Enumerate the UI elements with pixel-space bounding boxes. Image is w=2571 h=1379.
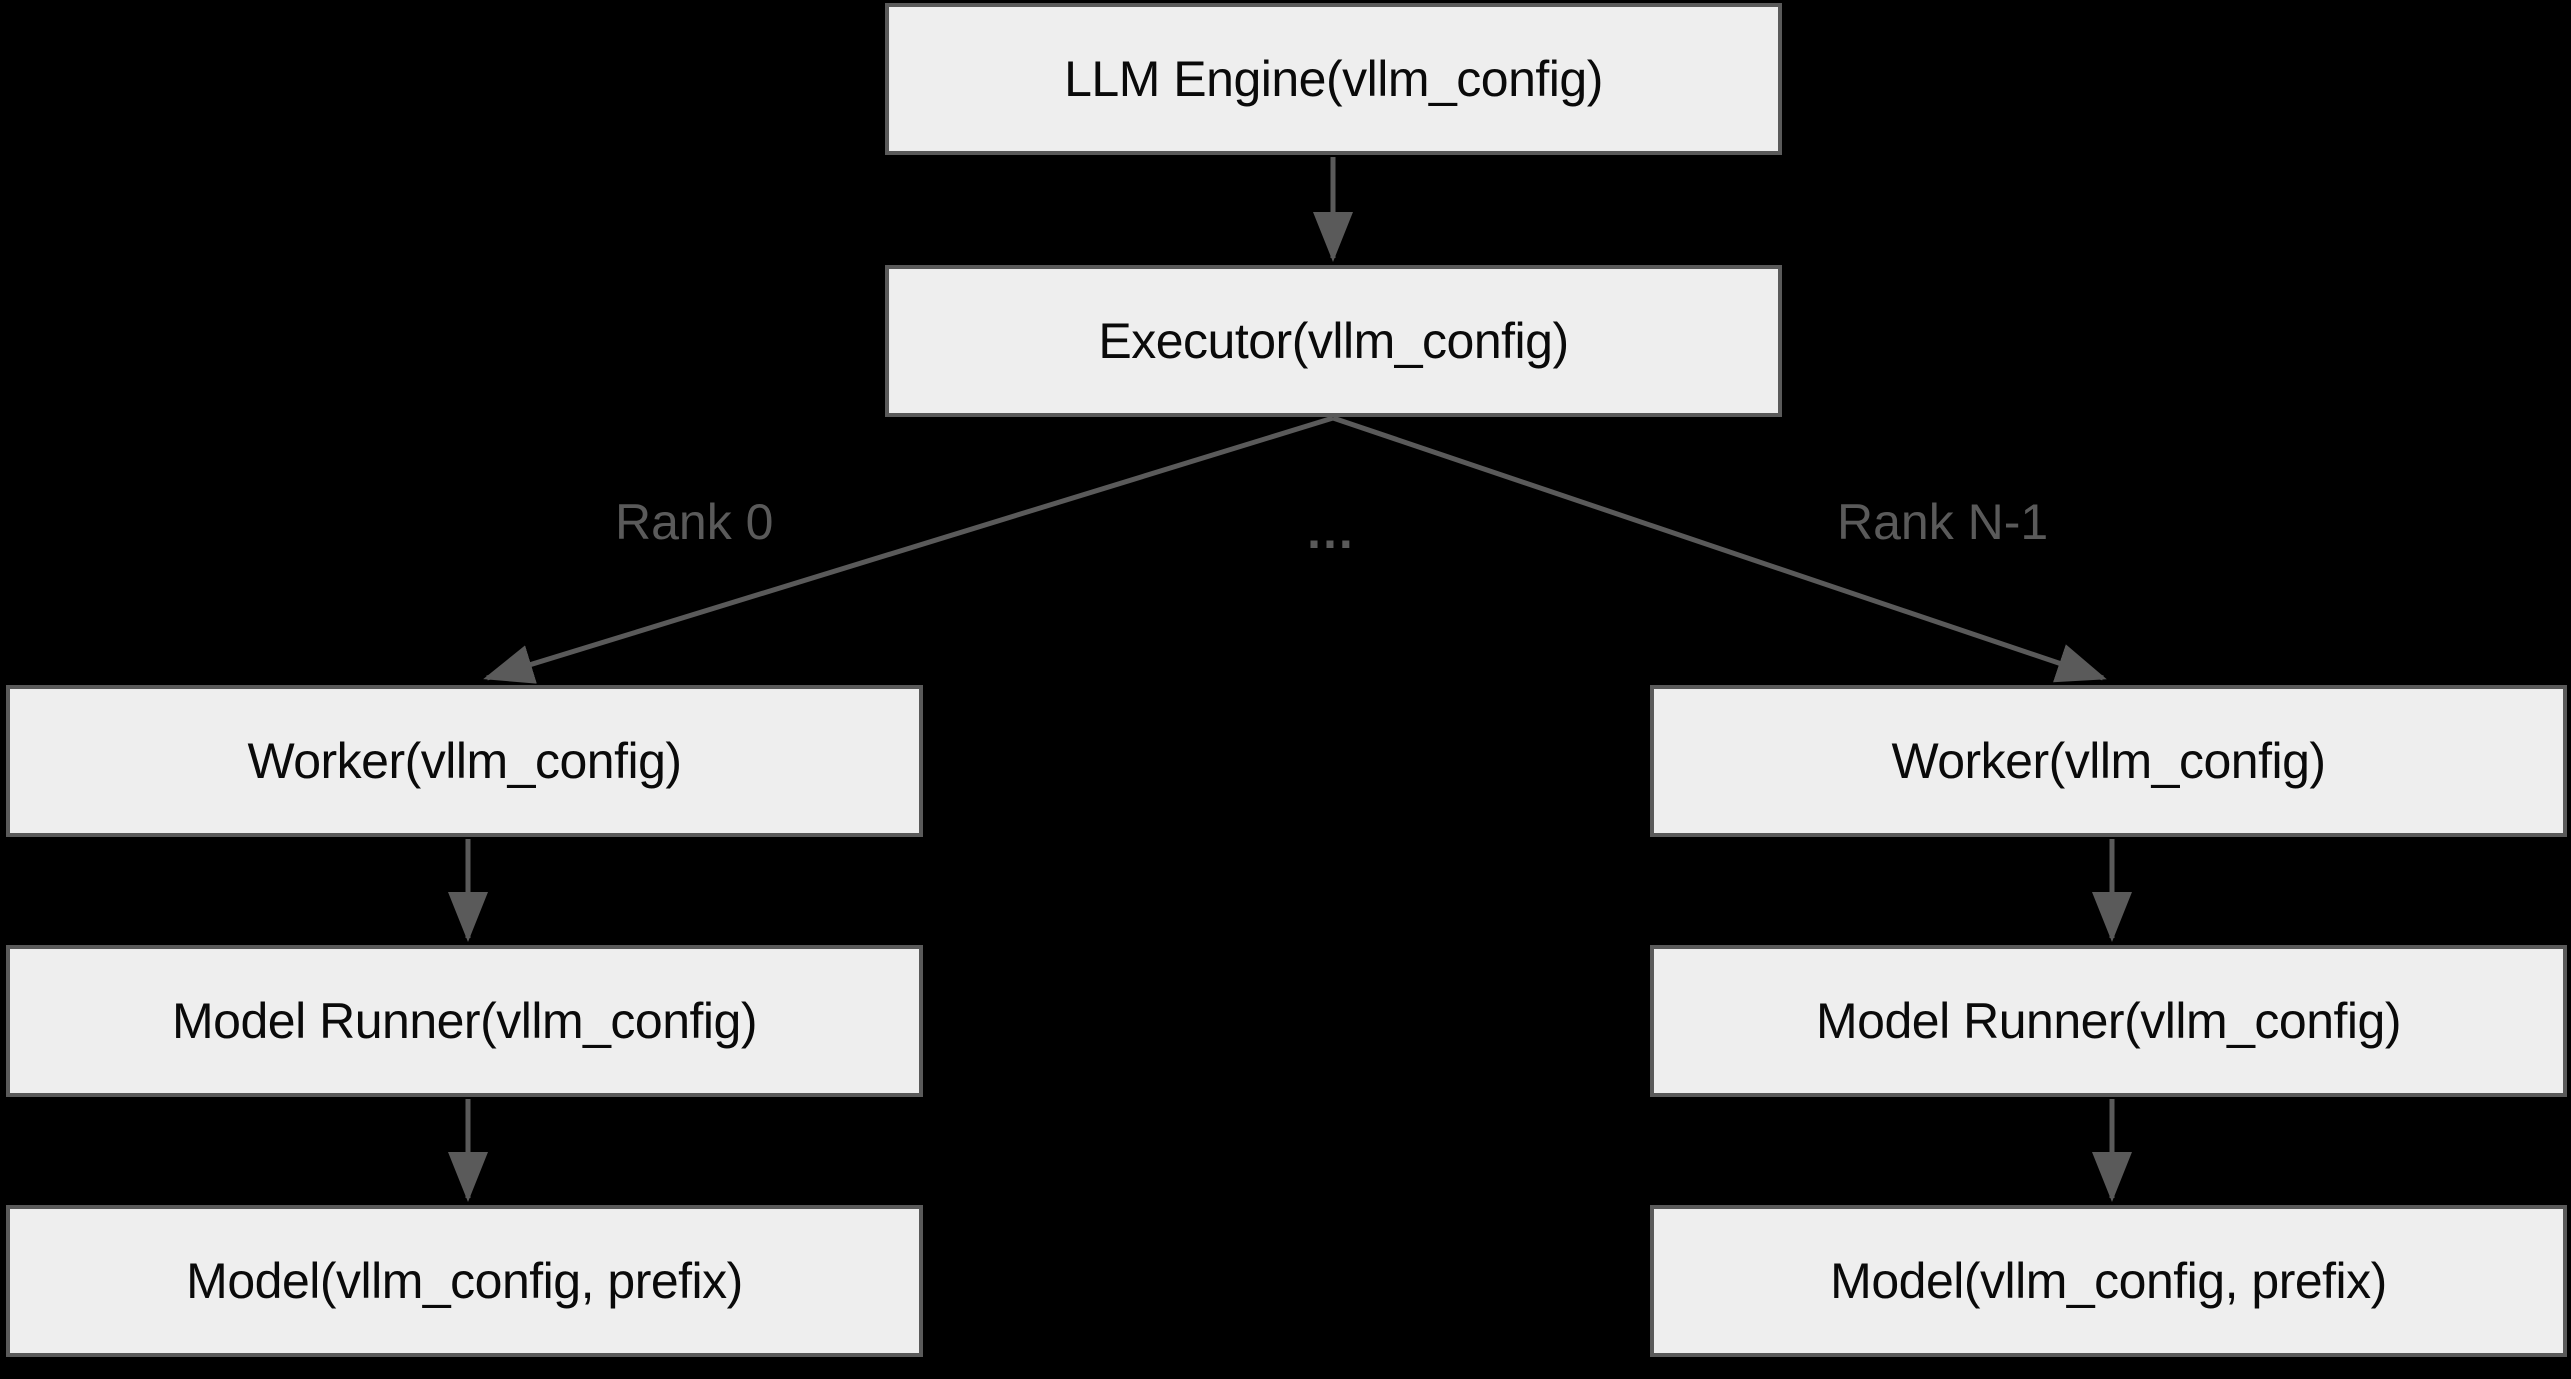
edge-label-rank-n-minus-1: Rank N-1 bbox=[1837, 494, 2049, 550]
edge-label-ellipsis: … bbox=[1305, 503, 1355, 559]
node-model-runner-rankn[interactable]: Model Runner(vllm_config) bbox=[1650, 945, 2567, 1097]
edge-executor-to-worker-rank0 bbox=[483, 415, 1334, 684]
node-model-rankn[interactable]: Model(vllm_config, prefix) bbox=[1650, 1205, 2567, 1357]
node-llm-engine-label: LLM Engine(vllm_config) bbox=[1064, 51, 1603, 107]
node-executor[interactable]: Executor(vllm_config) bbox=[885, 265, 1782, 417]
node-model-runner-rankn-label: Model Runner(vllm_config) bbox=[1816, 993, 2401, 1049]
node-model-rank0-label: Model(vllm_config, prefix) bbox=[186, 1253, 743, 1309]
node-llm-engine[interactable]: LLM Engine(vllm_config) bbox=[885, 3, 1782, 155]
edge-label-rank-0: Rank 0 bbox=[615, 494, 774, 550]
node-executor-label: Executor(vllm_config) bbox=[1098, 313, 1569, 369]
node-worker-rankn[interactable]: Worker(vllm_config) bbox=[1650, 685, 2567, 837]
node-model-runner-rank0-label: Model Runner(vllm_config) bbox=[172, 993, 757, 1049]
node-model-runner-rank0[interactable]: Model Runner(vllm_config) bbox=[6, 945, 923, 1097]
node-model-rank0[interactable]: Model(vllm_config, prefix) bbox=[6, 1205, 923, 1357]
node-worker-rank0[interactable]: Worker(vllm_config) bbox=[6, 685, 923, 837]
node-worker-rank0-label: Worker(vllm_config) bbox=[247, 733, 682, 789]
node-worker-rankn-label: Worker(vllm_config) bbox=[1891, 733, 2326, 789]
node-model-rankn-label: Model(vllm_config, prefix) bbox=[1830, 1253, 2387, 1309]
